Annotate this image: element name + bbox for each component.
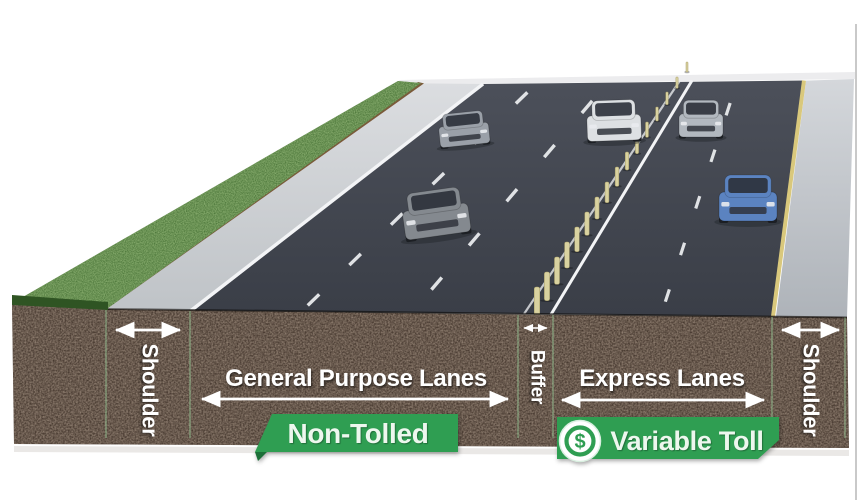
car-suv-white xyxy=(583,99,646,146)
variable-toll-banner-text: Variable Toll xyxy=(610,426,763,456)
buffer-line-left xyxy=(523,79,681,315)
buffer-label: Buffer xyxy=(527,350,548,405)
sky-band xyxy=(399,72,855,85)
non-tolled-banner: Non-Tolled xyxy=(255,414,458,461)
car-sedan-silver xyxy=(436,110,495,151)
non-tolled-banner-text: Non-Tolled xyxy=(287,418,428,449)
car-sedan-gray xyxy=(401,186,477,245)
right-shoulder-pavement xyxy=(776,79,854,318)
shoulder-left-label: Shoulder xyxy=(138,344,163,438)
cars-layer xyxy=(401,99,782,245)
buffer-posts xyxy=(529,61,690,319)
edge-line-yellow xyxy=(771,80,806,317)
grass-front-face xyxy=(12,295,108,310)
road-surface xyxy=(194,80,804,317)
dollar-circle-icon: $ xyxy=(558,419,602,463)
lane-divider-dashed-express xyxy=(659,81,739,316)
shoulder-right-label: Shoulder xyxy=(799,344,824,438)
car-suv-silver xyxy=(675,99,727,142)
left-shoulder-pavement xyxy=(108,83,484,311)
lane-divider-dashed-2 xyxy=(410,82,609,314)
variable-toll-banner: $ Variable Toll xyxy=(557,417,779,463)
dollar-symbol: $ xyxy=(574,431,585,453)
car-suv-blue xyxy=(714,174,782,227)
edge-line-left xyxy=(189,82,485,312)
general-purpose-lanes-label: General Purpose Lanes xyxy=(225,365,487,392)
express-lanes-label: Express Lanes xyxy=(579,365,745,392)
buffer-line-right xyxy=(549,79,694,316)
